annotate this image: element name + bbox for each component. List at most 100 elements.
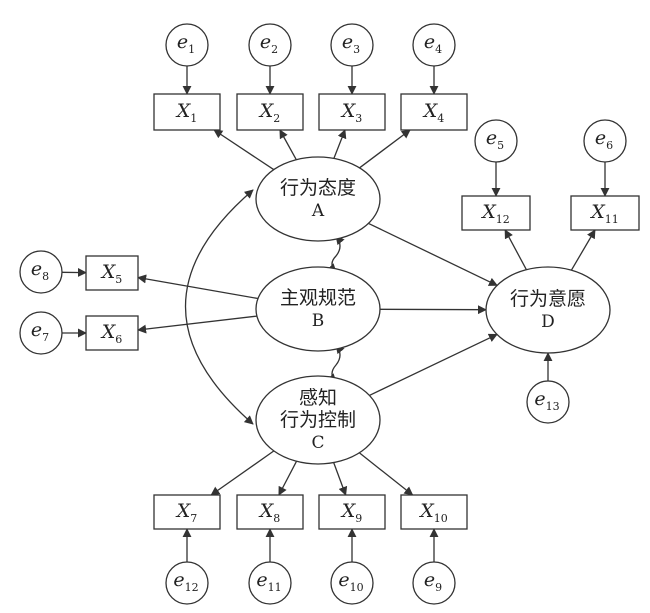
latent-label: 行为意愿 bbox=[510, 288, 586, 310]
indicator-x1: X1 bbox=[153, 93, 221, 131]
error-e12: e12 bbox=[165, 561, 209, 605]
indicator-box bbox=[400, 93, 468, 131]
error-e7: e7 bbox=[19, 311, 63, 355]
error-circle bbox=[412, 561, 456, 605]
latent-letter: D bbox=[541, 312, 555, 332]
error-circle bbox=[19, 311, 63, 355]
indicator-x11: X11 bbox=[570, 195, 640, 231]
error-circle bbox=[248, 561, 292, 605]
latent-label: 行为态度 bbox=[280, 177, 356, 199]
indicator-label: X9 bbox=[340, 500, 363, 525]
error-label: e13 bbox=[534, 388, 559, 413]
path-B-to-X6 bbox=[137, 315, 257, 334]
indicator-box bbox=[400, 494, 468, 530]
error-label: e7 bbox=[31, 319, 49, 344]
path-D-to-X11 bbox=[570, 229, 596, 271]
indicator-box bbox=[85, 255, 139, 291]
error-label: e9 bbox=[424, 569, 442, 594]
indicator-label: X2 bbox=[258, 100, 281, 125]
error-e1: e1 bbox=[165, 23, 209, 67]
latent-ellipse bbox=[485, 266, 611, 354]
indicator-box bbox=[461, 195, 531, 231]
indicator-x10: X10 bbox=[400, 494, 468, 530]
latent-ellipse bbox=[255, 156, 381, 242]
indicator-label: X4 bbox=[422, 100, 445, 125]
indicator-x4: X4 bbox=[400, 93, 468, 131]
error-circle bbox=[19, 250, 63, 294]
error-label: e10 bbox=[338, 569, 363, 594]
indicator-label: X7 bbox=[175, 500, 198, 525]
path-A-to-X1 bbox=[213, 129, 275, 171]
path-C-to-X9 bbox=[333, 462, 348, 496]
path-A-to-D bbox=[368, 222, 498, 286]
indicator-label: X11 bbox=[589, 201, 619, 226]
error-circle bbox=[248, 23, 292, 67]
error-circle bbox=[330, 23, 374, 67]
path-D-to-X12 bbox=[504, 229, 527, 271]
edges bbox=[61, 66, 610, 562]
latent-ellipse bbox=[255, 375, 381, 465]
latent-label: 感知 bbox=[299, 387, 337, 409]
indicator-box bbox=[318, 494, 386, 530]
indicator-label: X3 bbox=[340, 100, 363, 125]
error-label: e4 bbox=[424, 31, 442, 56]
path-C-to-D bbox=[369, 333, 498, 396]
error-e4: e4 bbox=[412, 23, 456, 67]
indicator-x5: X5 bbox=[85, 255, 139, 291]
error-label: e11 bbox=[256, 569, 281, 594]
indicator-x9: X9 bbox=[318, 494, 386, 530]
path-B-to-X5 bbox=[137, 274, 259, 300]
indicator-box bbox=[318, 93, 386, 131]
error-e8: e8 bbox=[19, 250, 63, 294]
error-label: e1 bbox=[177, 31, 195, 56]
indicator-x8: X8 bbox=[236, 494, 304, 530]
latent-label: 行为控制 bbox=[280, 409, 356, 431]
path-C-to-X7 bbox=[210, 450, 275, 496]
latent-letter: A bbox=[311, 201, 325, 221]
error-label: e12 bbox=[173, 569, 198, 594]
latent-letter: B bbox=[312, 311, 325, 331]
error-e2: e2 bbox=[248, 23, 292, 67]
indicator-x12: X12 bbox=[461, 195, 531, 231]
indicator-label: X6 bbox=[100, 321, 123, 346]
error-circle bbox=[412, 23, 456, 67]
covariance-A-B bbox=[327, 235, 345, 273]
error-e9: e9 bbox=[412, 561, 456, 605]
error-label: e2 bbox=[260, 31, 278, 56]
error-e5: e5 bbox=[474, 119, 518, 163]
indicator-x7: X7 bbox=[153, 494, 221, 530]
covariance-A-C bbox=[184, 189, 254, 425]
indicator-box bbox=[236, 494, 304, 530]
error-label: e5 bbox=[486, 127, 504, 152]
indicator-box bbox=[236, 93, 304, 131]
error-circle bbox=[330, 561, 374, 605]
indicator-x6: X6 bbox=[85, 315, 139, 351]
error-circle bbox=[526, 380, 570, 424]
latent-ellipse bbox=[255, 266, 381, 352]
error-e10: e10 bbox=[330, 561, 374, 605]
path-C-to-X8 bbox=[278, 460, 298, 496]
error-e11: e11 bbox=[248, 561, 292, 605]
indicator-x2: X2 bbox=[236, 93, 304, 131]
path-A-to-X3 bbox=[333, 129, 347, 159]
error-e6: e6 bbox=[583, 119, 627, 163]
indicator-x3: X3 bbox=[318, 93, 386, 131]
indicator-box bbox=[153, 93, 221, 131]
indicator-box bbox=[153, 494, 221, 530]
error-e13: e13 bbox=[526, 380, 570, 424]
error-circle bbox=[165, 23, 209, 67]
indicator-label: X12 bbox=[480, 201, 510, 226]
indicator-label: X10 bbox=[418, 500, 448, 525]
latent-label: 主观规范 bbox=[280, 287, 356, 309]
latent-letter: C bbox=[311, 433, 324, 453]
indicator-label: X5 bbox=[100, 261, 123, 286]
indicator-label: X1 bbox=[175, 100, 198, 125]
indicator-box bbox=[570, 195, 640, 231]
error-label: e6 bbox=[595, 127, 613, 152]
covariance-B-C bbox=[327, 344, 345, 383]
error-circle bbox=[583, 119, 627, 163]
